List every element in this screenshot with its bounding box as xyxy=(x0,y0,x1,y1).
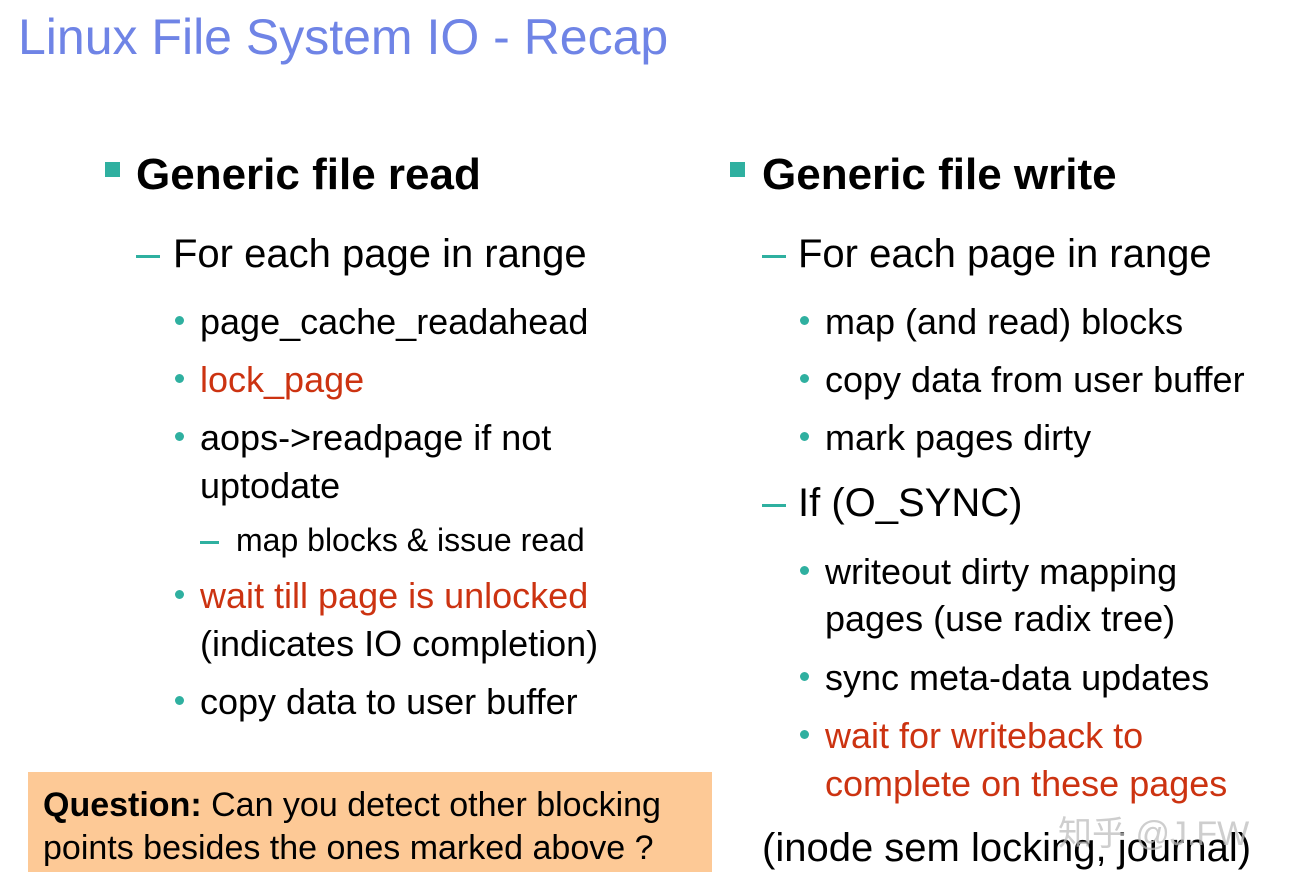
read-item-wait-unlocked: wait till page is unlocked xyxy=(200,575,589,616)
read-item-readpage-line2: uptodate xyxy=(200,465,341,506)
dot-bullet-icon xyxy=(175,374,184,383)
dot-bullet-icon xyxy=(800,566,809,575)
dash-bullet-icon xyxy=(200,541,219,544)
question-text-line2: points besides the ones marked above ? xyxy=(43,829,654,867)
dot-bullet-icon xyxy=(800,374,809,383)
write-item-wait-writeback-line2: complete on these pages xyxy=(825,763,1228,804)
write-heading: Generic file write xyxy=(762,150,1117,199)
write-item-map-blocks: map (and read) blocks xyxy=(825,301,1184,342)
square-bullet-icon xyxy=(105,162,120,177)
question-box: Question: Can you detect other blocking … xyxy=(28,772,712,872)
read-heading: Generic file read xyxy=(136,150,481,199)
write-subheading-range: For each page in range xyxy=(798,232,1212,276)
write-subheading-osync: If (O_SYNC) xyxy=(798,481,1023,525)
question-line1: Question: Can you detect other blocking xyxy=(43,784,712,827)
dash-bullet-icon xyxy=(762,255,786,258)
write-note-locking: (inode sem locking, journal) xyxy=(762,826,1252,870)
dot-bullet-icon xyxy=(800,672,809,681)
read-item-lock-page: lock_page xyxy=(200,359,365,400)
dot-bullet-icon xyxy=(175,696,184,705)
dot-bullet-icon xyxy=(800,316,809,325)
dot-bullet-icon xyxy=(175,432,184,441)
dot-bullet-icon xyxy=(800,432,809,441)
write-item-writeout-line1: writeout dirty mapping xyxy=(825,551,1178,592)
read-subitem-map-blocks: map blocks & issue read xyxy=(236,522,585,558)
dot-bullet-icon xyxy=(175,316,184,325)
slide-title: Linux File System IO - Recap xyxy=(18,9,669,65)
write-item-mark-dirty: mark pages dirty xyxy=(825,417,1092,458)
question-text-line1: Can you detect other blocking xyxy=(201,786,661,824)
read-item-copy-to-user: copy data to user buffer xyxy=(200,681,578,722)
read-item-io-completion: (indicates IO completion) xyxy=(200,623,599,664)
dash-bullet-icon xyxy=(762,504,786,507)
write-item-sync-metadata: sync meta-data updates xyxy=(825,657,1210,698)
write-item-wait-writeback-line1: wait for writeback to xyxy=(825,715,1144,756)
square-bullet-icon xyxy=(730,162,745,177)
write-item-writeout-line2: pages (use radix tree) xyxy=(825,598,1176,639)
dash-bullet-icon xyxy=(136,255,160,258)
read-subheading: For each page in range xyxy=(173,232,587,276)
read-item-readpage-line1: aops->readpage if not xyxy=(200,417,552,458)
dot-bullet-icon xyxy=(175,590,184,599)
read-item-readahead: page_cache_readahead xyxy=(200,301,589,342)
watermark: 知乎 @J.FW xyxy=(1058,815,1250,853)
write-item-copy-from-user: copy data from user buffer xyxy=(825,359,1245,400)
dot-bullet-icon xyxy=(800,730,809,739)
question-label: Question: xyxy=(43,786,202,824)
